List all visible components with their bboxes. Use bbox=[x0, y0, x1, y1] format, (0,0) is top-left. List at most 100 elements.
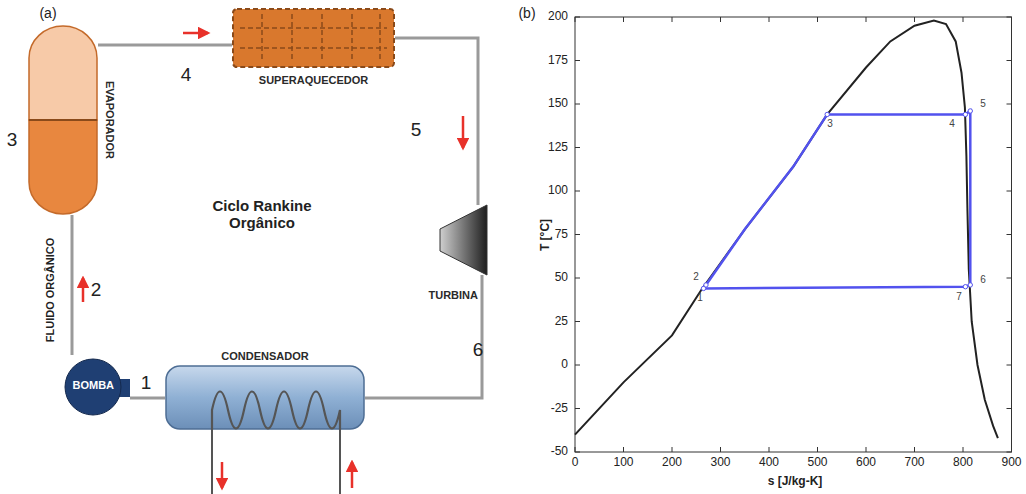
tick-label: -25 bbox=[551, 402, 568, 416]
tick bbox=[914, 17, 915, 22]
tick bbox=[1007, 60, 1012, 61]
callout-number: 4 bbox=[949, 118, 955, 130]
component-label: CONDENSADOR bbox=[221, 350, 308, 362]
drawing-line bbox=[339, 428, 341, 494]
tick bbox=[575, 365, 580, 366]
tick-label: 500 bbox=[807, 456, 827, 470]
drawing-g bbox=[240, 14, 387, 62]
drawing-line bbox=[351, 462, 354, 488]
drawing-line bbox=[261, 14, 263, 62]
tick bbox=[720, 447, 721, 452]
state-point bbox=[968, 283, 972, 287]
axis-title: T [°C] bbox=[539, 219, 553, 251]
tick bbox=[769, 447, 770, 452]
drawing-line bbox=[211, 428, 213, 494]
tick bbox=[575, 408, 580, 409]
callout-number: FLUIDO ORGÂNICO bbox=[44, 238, 57, 343]
drawing-line bbox=[240, 27, 387, 29]
callout-number: 6 bbox=[980, 274, 986, 286]
tick bbox=[575, 191, 580, 192]
ts-chart bbox=[575, 17, 1012, 452]
tick bbox=[914, 447, 915, 452]
pipe-connector bbox=[395, 38, 478, 205]
tick bbox=[817, 447, 818, 452]
component-label: TURBINA bbox=[429, 289, 479, 301]
tick bbox=[575, 321, 580, 322]
condenser-tank: CONDENSADOR bbox=[165, 365, 365, 430]
callout-number: 3 bbox=[827, 118, 833, 130]
drawing-line bbox=[82, 278, 85, 302]
drawing-line bbox=[29, 119, 97, 121]
callout-number: 4 bbox=[181, 64, 192, 86]
tick-label: 100 bbox=[548, 184, 568, 198]
tick bbox=[769, 17, 770, 22]
callout-number: 1 bbox=[141, 372, 152, 394]
saturation-dome bbox=[575, 21, 998, 439]
pump-symbol: BOMBA bbox=[62, 355, 130, 415]
tick bbox=[1007, 452, 1012, 453]
drawing-path bbox=[29, 120, 97, 214]
callout-number: Ciclo Rankine Orgânico bbox=[202, 197, 322, 232]
tick-label: 600 bbox=[856, 456, 876, 470]
tick bbox=[575, 60, 580, 61]
tick bbox=[672, 17, 673, 22]
drawing-line bbox=[462, 116, 465, 148]
tick bbox=[1007, 147, 1012, 148]
tick bbox=[672, 447, 673, 452]
tick bbox=[1007, 17, 1012, 18]
axis-title: s [J/kg-K] bbox=[768, 475, 823, 489]
component-label: BOMBA bbox=[72, 379, 114, 391]
component-label: EVAPORADOR bbox=[104, 81, 116, 159]
water-pipes bbox=[212, 428, 340, 494]
drawing-line bbox=[379, 14, 381, 62]
superheater-box: SUPERAQUECEDOR bbox=[232, 8, 395, 68]
tick bbox=[1007, 191, 1012, 192]
tick-label: 300 bbox=[710, 456, 730, 470]
tick-label: 100 bbox=[613, 456, 633, 470]
callout-number: (b) bbox=[518, 5, 535, 21]
turbine-symbol-shape bbox=[440, 205, 487, 275]
superheater-box-shape bbox=[232, 8, 395, 68]
tick bbox=[623, 17, 624, 22]
tick bbox=[575, 234, 580, 235]
evaporator-vessel: EVAPORADOR bbox=[28, 25, 98, 215]
tick-label: 175 bbox=[548, 54, 568, 68]
tick-label: 800 bbox=[953, 456, 973, 470]
callout-number: 1 bbox=[697, 292, 703, 304]
tick bbox=[817, 17, 818, 22]
tick-label: 0 bbox=[561, 358, 568, 372]
tick bbox=[963, 17, 964, 22]
component-label: SUPERAQUECEDOR bbox=[259, 74, 368, 86]
callout-number: 5 bbox=[980, 98, 986, 110]
tick-label: 400 bbox=[759, 456, 779, 470]
drawing-rect bbox=[233, 9, 394, 67]
tick bbox=[575, 17, 576, 22]
tick-label: 75 bbox=[555, 228, 568, 242]
tick bbox=[575, 452, 580, 453]
tick bbox=[623, 447, 624, 452]
callout-number: 6 bbox=[473, 339, 484, 361]
drawing-line bbox=[183, 32, 208, 35]
state-point bbox=[704, 283, 708, 287]
drawing-polygon bbox=[440, 205, 487, 275]
tick-label: -50 bbox=[551, 445, 568, 459]
tick bbox=[1007, 321, 1012, 322]
condenser-tank-shape bbox=[165, 365, 365, 430]
turbine-symbol: TURBINA bbox=[440, 205, 487, 275]
plot-frame bbox=[575, 17, 1012, 452]
state-point bbox=[825, 112, 829, 116]
flow-arrows bbox=[83, 33, 463, 488]
tick bbox=[866, 447, 867, 452]
drawing-rect bbox=[166, 366, 364, 429]
drawing-line bbox=[321, 14, 323, 62]
evaporator-vessel-shape bbox=[28, 25, 98, 215]
tick bbox=[575, 17, 580, 18]
pipe-connector bbox=[130, 397, 165, 400]
tick-label: 25 bbox=[555, 315, 568, 329]
tick-label: 900 bbox=[1001, 456, 1021, 470]
tick bbox=[1011, 447, 1012, 452]
tick bbox=[575, 278, 580, 279]
tick-label: 200 bbox=[548, 10, 568, 24]
drawing-path bbox=[212, 392, 340, 431]
